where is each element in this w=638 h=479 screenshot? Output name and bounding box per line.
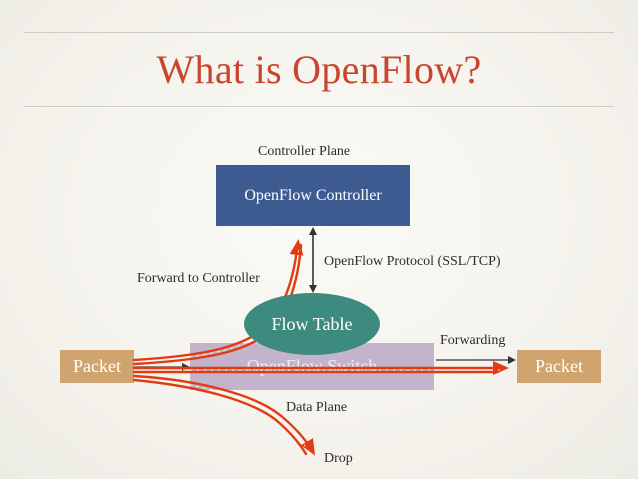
outgoing-packet-box: Packet xyxy=(517,350,601,383)
forwarding-label: Forwarding xyxy=(440,333,506,348)
packet-path-group xyxy=(132,239,509,456)
drop-label: Drop xyxy=(324,451,353,466)
controller-plane-label: Controller Plane xyxy=(258,144,351,159)
top-divider xyxy=(24,32,614,33)
forward-to-controller-label: Forward to Controller xyxy=(137,271,260,286)
incoming-packet-box: Packet xyxy=(60,350,134,383)
data-plane-label: Data Plane xyxy=(286,400,348,415)
openflow-protocol-label: OpenFlow Protocol (SSL/TCP) xyxy=(324,254,501,269)
title-divider xyxy=(24,106,614,107)
stitch-highlights xyxy=(133,245,500,453)
flow-table-node: Flow Table xyxy=(244,293,380,355)
path-drop xyxy=(132,374,316,456)
slide-title: What is OpenFlow? xyxy=(156,47,482,92)
openflow-controller-box: OpenFlow Controller xyxy=(216,165,410,226)
path-drop-b xyxy=(132,378,308,456)
